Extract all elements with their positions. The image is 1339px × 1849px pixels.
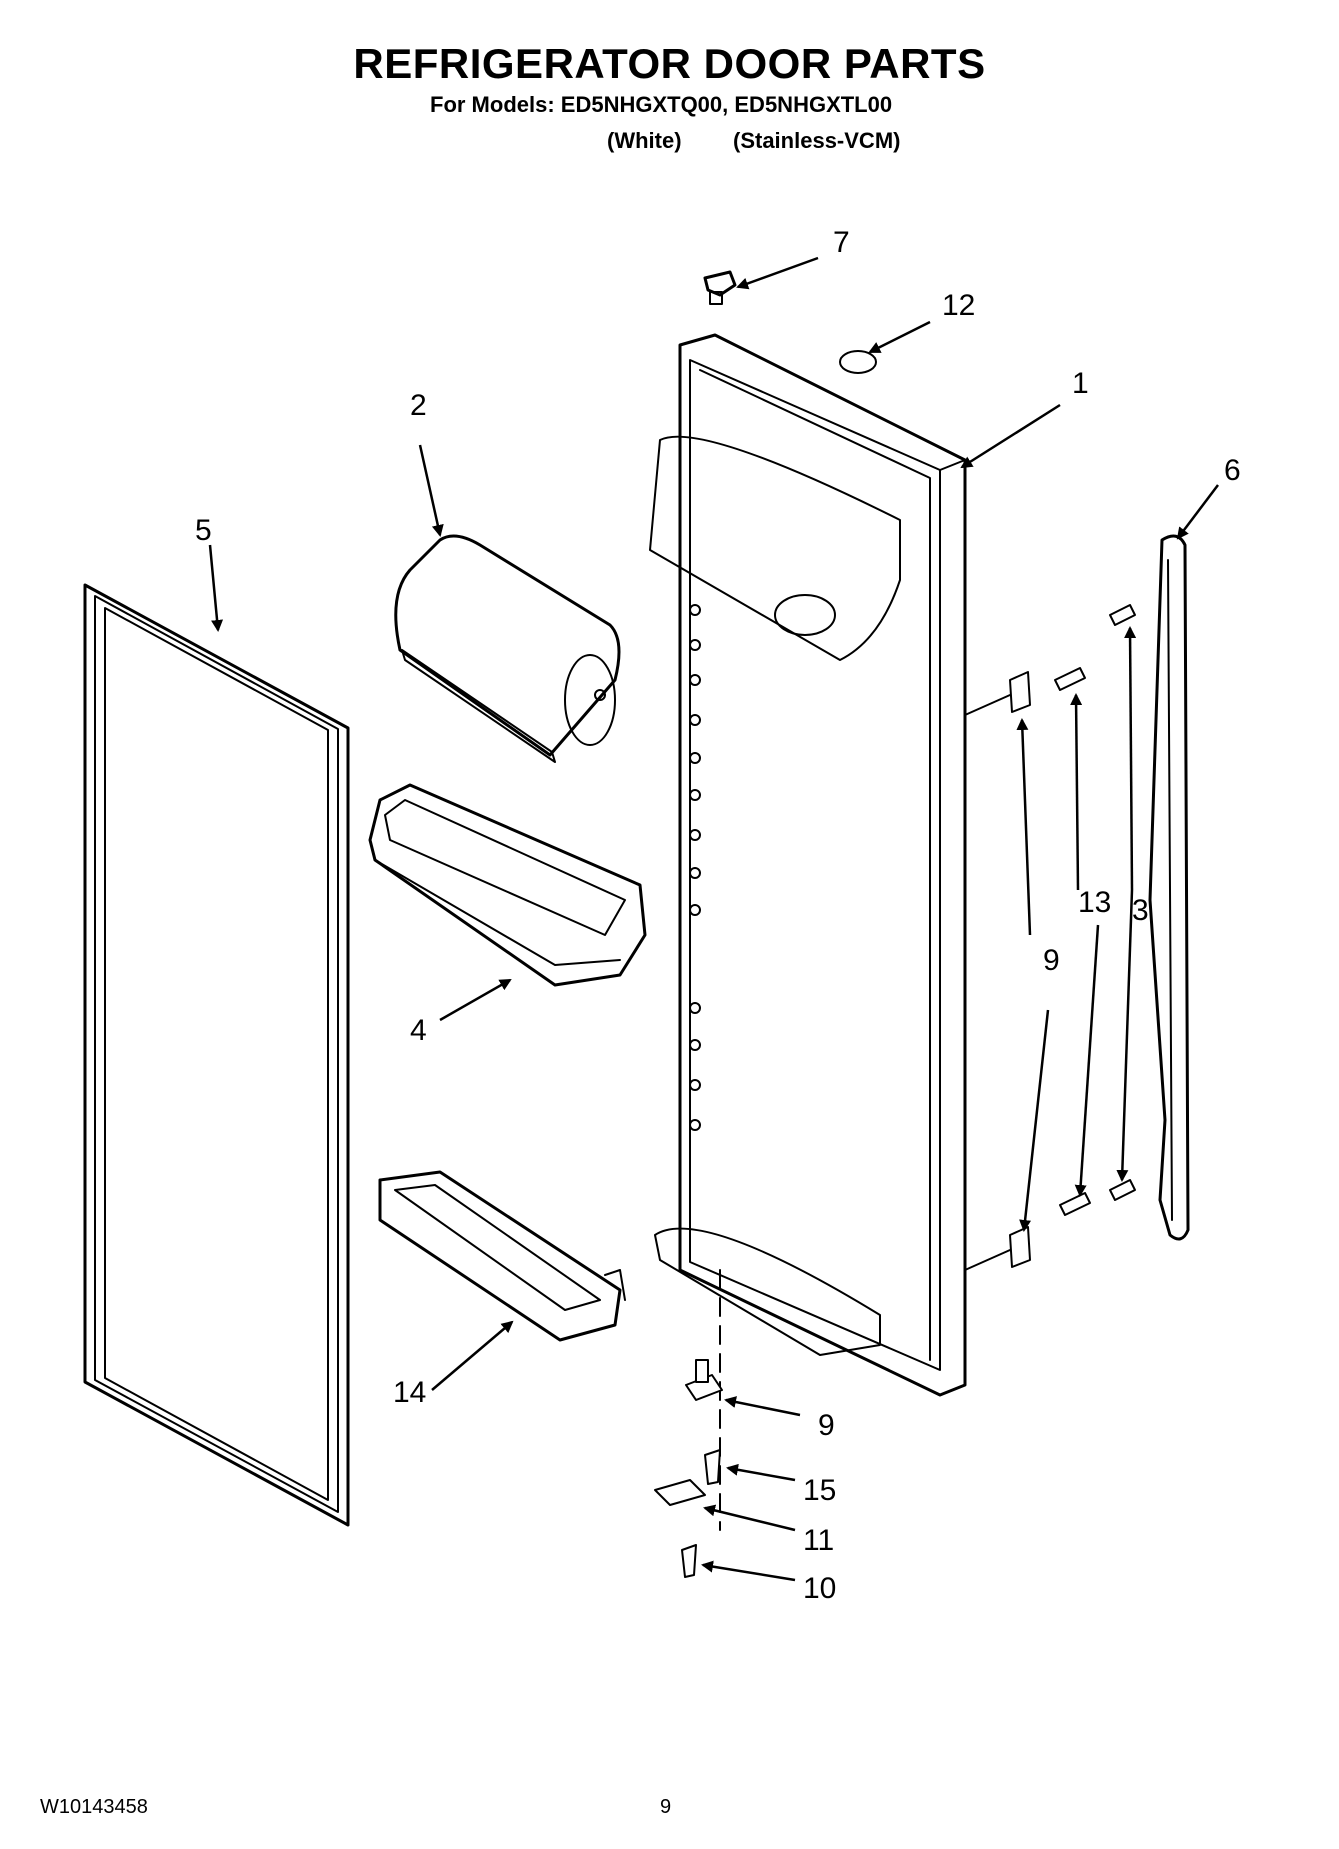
model-numbers: For Models: ED5NHGXTQ00, ED5NHGXTL00 <box>430 92 893 117</box>
lower-hinge-pin <box>685 1359 723 1401</box>
page-title: REFRIGERATOR DOOR PARTS <box>353 40 986 87</box>
callout-9-hinge: 9 <box>818 1409 835 1442</box>
callout-10: 10 <box>803 1572 836 1605</box>
hinge-screw <box>704 1449 721 1485</box>
handle-stud-lower <box>1059 1192 1091 1216</box>
o-ring <box>839 350 877 374</box>
bracket-screw <box>681 1544 697 1578</box>
page-number: 9 <box>660 1796 672 1818</box>
handle-stud-upper <box>1054 667 1086 691</box>
shelf-notches <box>689 604 701 1131</box>
lower-door-rail <box>378 1170 626 1342</box>
document-number: W10143458 <box>40 1796 148 1818</box>
callout-2: 2 <box>410 389 427 422</box>
door-plug <box>703 270 737 305</box>
callout-5: 5 <box>195 514 212 547</box>
callout-9-handle: 9 <box>1043 944 1060 977</box>
callout-14: 14 <box>393 1376 426 1409</box>
callout-4: 4 <box>410 1014 427 1047</box>
callout-13: 13 <box>1078 886 1111 919</box>
door-bin <box>368 783 647 987</box>
callout-arrows <box>208 256 1219 1582</box>
door-liner <box>649 333 1011 1531</box>
door-handle <box>1148 534 1190 1241</box>
callout-6: 6 <box>1224 454 1241 487</box>
callout-15: 15 <box>803 1474 836 1507</box>
variant-white-label: (White) <box>607 128 682 153</box>
hinge-bracket <box>654 1479 706 1506</box>
callout-1: 1 <box>1072 367 1089 400</box>
callout-11: 11 <box>803 1524 834 1557</box>
door-gasket <box>83 583 350 1527</box>
handle-clip-upper <box>1009 671 1031 713</box>
callout-3: 3 <box>1132 894 1149 927</box>
callout-12: 12 <box>942 289 975 322</box>
variant-stainless-label: (Stainless-VCM) <box>733 128 901 153</box>
dairy-bin <box>394 534 621 763</box>
handle-screw-upper <box>1109 604 1136 626</box>
callout-7: 7 <box>833 226 850 259</box>
handle-screw-lower <box>1109 1179 1136 1201</box>
handle-clip-lower <box>1009 1226 1031 1268</box>
